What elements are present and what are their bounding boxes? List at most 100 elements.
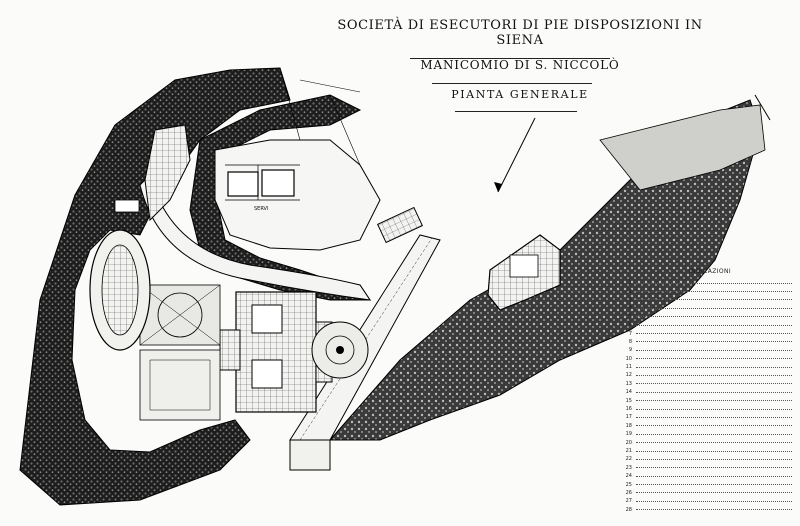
legend-item: 14 xyxy=(622,388,798,396)
legend-item-text-placeholder xyxy=(636,400,792,402)
legend-item: 6 xyxy=(622,321,798,329)
legend-item-text-placeholder xyxy=(636,433,792,435)
legend-item: 24 xyxy=(622,472,798,480)
legend-item: 26 xyxy=(622,489,798,497)
legend-item: 22 xyxy=(622,455,798,463)
legend-item-text-placeholder xyxy=(636,366,792,368)
north-arrow-icon xyxy=(494,117,536,193)
central-courtyard-area xyxy=(214,139,381,251)
legend-item: 20 xyxy=(622,438,798,446)
legend-item-text-placeholder xyxy=(636,316,792,318)
legend-item-text-placeholder xyxy=(636,458,792,460)
title-plan: PIANTA GENERALE xyxy=(451,88,589,101)
legend-item-number: 21 xyxy=(625,448,632,454)
legend-item-text-placeholder xyxy=(636,509,792,511)
legend-item-number: 9 xyxy=(628,347,632,354)
round-garden-east xyxy=(311,321,369,379)
legend-item: 28 xyxy=(622,506,798,514)
legend-item: 16 xyxy=(622,405,798,413)
legend-item-text-placeholder xyxy=(636,416,792,418)
legend-item: 19 xyxy=(622,430,798,438)
legend-item: 17 xyxy=(622,413,798,421)
legend-item: 13 xyxy=(622,380,798,388)
legend-item: 11 xyxy=(622,363,798,371)
title-society: SOCIETÀ DI ESECUTORI DI PIE DISPOSIZIONI… xyxy=(337,18,703,48)
legend-item: 12 xyxy=(622,371,798,379)
legend-item-text-placeholder xyxy=(636,307,792,309)
legend-item: 23 xyxy=(622,464,798,472)
legend-item-number: 5 xyxy=(628,313,632,320)
legend-item-text-placeholder xyxy=(636,291,792,293)
legend-item: 25 xyxy=(622,480,798,488)
legend-item-number: 4 xyxy=(628,305,632,312)
legend-item-number: 19 xyxy=(625,431,632,438)
legend-item-text-placeholder xyxy=(636,299,792,301)
legend-item-number: 7 xyxy=(628,330,632,337)
legend-item-number: 16 xyxy=(625,406,632,413)
legend-item-number: 22 xyxy=(625,456,632,463)
legend-item: 27 xyxy=(622,497,798,505)
legend-item-number: 3 xyxy=(628,296,632,303)
legend-item-text-placeholder xyxy=(636,475,792,477)
title-block: SOCIETÀ DI ESECUTORI DI PIE DISPOSIZIONI… xyxy=(330,18,710,101)
legend-item: 2 xyxy=(622,287,798,295)
legend-item-text-placeholder xyxy=(636,349,792,351)
title-rule-top xyxy=(410,58,610,59)
legend-item-number: 11 xyxy=(625,364,632,371)
legend-item-number: 23 xyxy=(625,464,632,471)
legend-item-number: 2 xyxy=(628,288,632,295)
title-institution: MANICOMIO DI S. NICCOLÒ xyxy=(420,58,620,72)
legend-item-text-placeholder xyxy=(636,484,792,486)
legend-item: 3 xyxy=(622,296,798,304)
gardens-west xyxy=(139,284,221,421)
oval-pavilion xyxy=(89,229,151,351)
legend-item-text-placeholder xyxy=(636,374,792,376)
legend-item-text-placeholder xyxy=(636,358,792,360)
main-hospital-complex xyxy=(219,291,333,413)
legend-item-number: 13 xyxy=(625,380,632,387)
legend-item: 10 xyxy=(622,355,798,363)
legend-item-text-placeholder xyxy=(636,442,792,444)
building-label-servi: SERVI xyxy=(254,206,268,212)
legend-item-text-placeholder xyxy=(636,324,792,326)
legend-item-number: 18 xyxy=(625,422,632,429)
title-rule-bottom xyxy=(455,111,577,112)
legend-item: 7 xyxy=(622,329,798,337)
legend-item: 9 xyxy=(622,346,798,354)
legend-title: INDICAZIONI xyxy=(688,268,732,275)
legend-item-text-placeholder xyxy=(636,408,792,410)
legend-item-number: 12 xyxy=(625,372,632,379)
curved-drive xyxy=(139,174,372,301)
legend-item-text-placeholder xyxy=(636,425,792,427)
legend-item-text-placeholder xyxy=(636,333,792,335)
legend-item: 5 xyxy=(622,313,798,321)
legend-item-text-placeholder xyxy=(636,467,792,469)
legend-item: 1 xyxy=(622,279,798,287)
legend-item: 4 xyxy=(622,304,798,312)
legend-item-number: 6 xyxy=(628,322,632,329)
legend-item-text-placeholder xyxy=(636,391,792,393)
legend-item: 15 xyxy=(622,396,798,404)
legend-item-text-placeholder xyxy=(636,450,792,452)
legend-item-number: 10 xyxy=(625,355,632,362)
legend-item-text-placeholder xyxy=(636,492,792,494)
legend-item-text-placeholder xyxy=(636,282,792,284)
legend-item-number: 1 xyxy=(628,280,632,287)
legend-item-number: 26 xyxy=(625,489,632,496)
legend-item-text-placeholder xyxy=(636,500,792,502)
legend-item-number: 17 xyxy=(625,414,632,421)
legend-item-text-placeholder xyxy=(636,341,792,343)
legend-item-number: 14 xyxy=(625,389,632,396)
legend-item-number: 15 xyxy=(625,397,632,404)
legend-item-number: 28 xyxy=(625,506,632,513)
legend-item: 18 xyxy=(622,422,798,430)
legend-item-number: 20 xyxy=(625,439,632,446)
legend-item-number: 8 xyxy=(628,338,632,345)
legend-item: 8 xyxy=(622,338,798,346)
wooded-slope-west xyxy=(19,67,291,506)
east-annex xyxy=(487,234,561,311)
legend-item-number: 24 xyxy=(625,473,632,480)
